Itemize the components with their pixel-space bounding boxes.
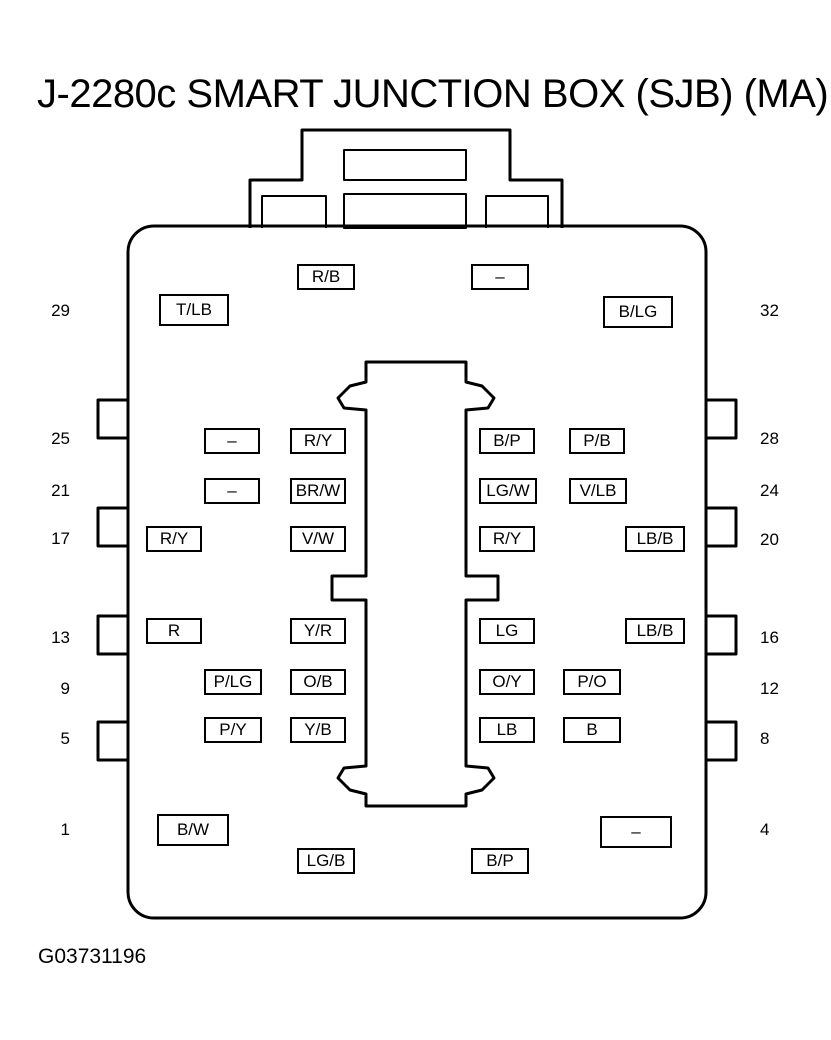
wire-label-pin-12-inner: O/Y: [479, 669, 535, 695]
pin-number-5: 5: [60, 729, 70, 748]
wire-label-pin-24-outer: V/LB: [569, 478, 627, 504]
wire-label-pin-13-inner: Y/R: [290, 618, 346, 644]
pin-number-16: 16: [760, 628, 779, 647]
wire-label-pin-25-outer: –: [204, 428, 260, 454]
pin-number-21: 21: [51, 481, 70, 500]
wire-label-pin-21-outer: –: [204, 478, 260, 504]
wire-label-pin-9-outer: P/LG: [204, 669, 262, 695]
wire-label-lg-b-bottom: LG/B: [297, 848, 355, 874]
wire-label-pin-8-inner: LB: [479, 717, 535, 743]
connector-shroud: [248, 128, 564, 228]
wire-label-b-p-bottom: B/P: [471, 848, 529, 874]
wire-label-pin-17-outer: R/Y: [146, 526, 202, 552]
wire-label-pin-20-inner: R/Y: [479, 526, 535, 552]
wire-label-pin-28-outer: P/B: [569, 428, 625, 454]
pin-number-28: 28: [760, 429, 779, 448]
wire-label-pin-12-outer: P/O: [563, 669, 621, 695]
wire-label-pin-24-inner: LG/W: [479, 478, 537, 504]
pin-number-1: 1: [60, 820, 70, 839]
box-body: [126, 224, 708, 920]
wire-label-pin-8-outer: B: [563, 717, 621, 743]
pin-number-32: 32: [760, 301, 779, 320]
wire-label-pin-29: T/LB: [159, 294, 229, 326]
wire-label-pin-5-inner: Y/B: [290, 717, 346, 743]
wire-label-pin-16-outer: LB/B: [625, 618, 685, 644]
page-title: J-2280c SMART JUNCTION BOX (SJB) (MA): [37, 72, 829, 116]
pin-number-9: 9: [60, 679, 70, 698]
pin-number-25: 25: [51, 429, 70, 448]
wire-label-pin-17-inner: V/W: [290, 526, 346, 552]
wire-label-pin-5-outer: P/Y: [204, 717, 262, 743]
wire-label-pin-20-outer: LB/B: [625, 526, 685, 552]
figure-code: G03731196: [38, 945, 147, 968]
wire-label-pin-28-inner: B/P: [479, 428, 535, 454]
pin-number-24: 24: [760, 481, 779, 500]
pin-number-20: 20: [760, 530, 779, 549]
wire-label-pin-4: –: [600, 816, 672, 848]
wire-label-pin-25-inner: R/Y: [290, 428, 346, 454]
wire-label-pin-13-outer: R: [146, 618, 202, 644]
pin-number-8: 8: [760, 729, 770, 748]
pin-number-4: 4: [760, 820, 770, 839]
wire-label-r-b-top: R/B: [297, 264, 355, 290]
center-channel: [330, 360, 500, 808]
pin-number-29: 29: [51, 301, 70, 320]
wire-label-pin-16-inner: LG: [479, 618, 535, 644]
pin-number-17: 17: [51, 529, 70, 548]
pin-number-12: 12: [760, 679, 779, 698]
wire-label-pin-21-inner: BR/W: [290, 478, 346, 504]
wire-label-pin-1: B/W: [157, 814, 229, 846]
pin-number-13: 13: [51, 628, 70, 647]
wire-label-unused-top: –: [471, 264, 529, 290]
wire-label-pin-9-inner: O/B: [290, 669, 346, 695]
wire-label-pin-32: B/LG: [603, 296, 673, 328]
